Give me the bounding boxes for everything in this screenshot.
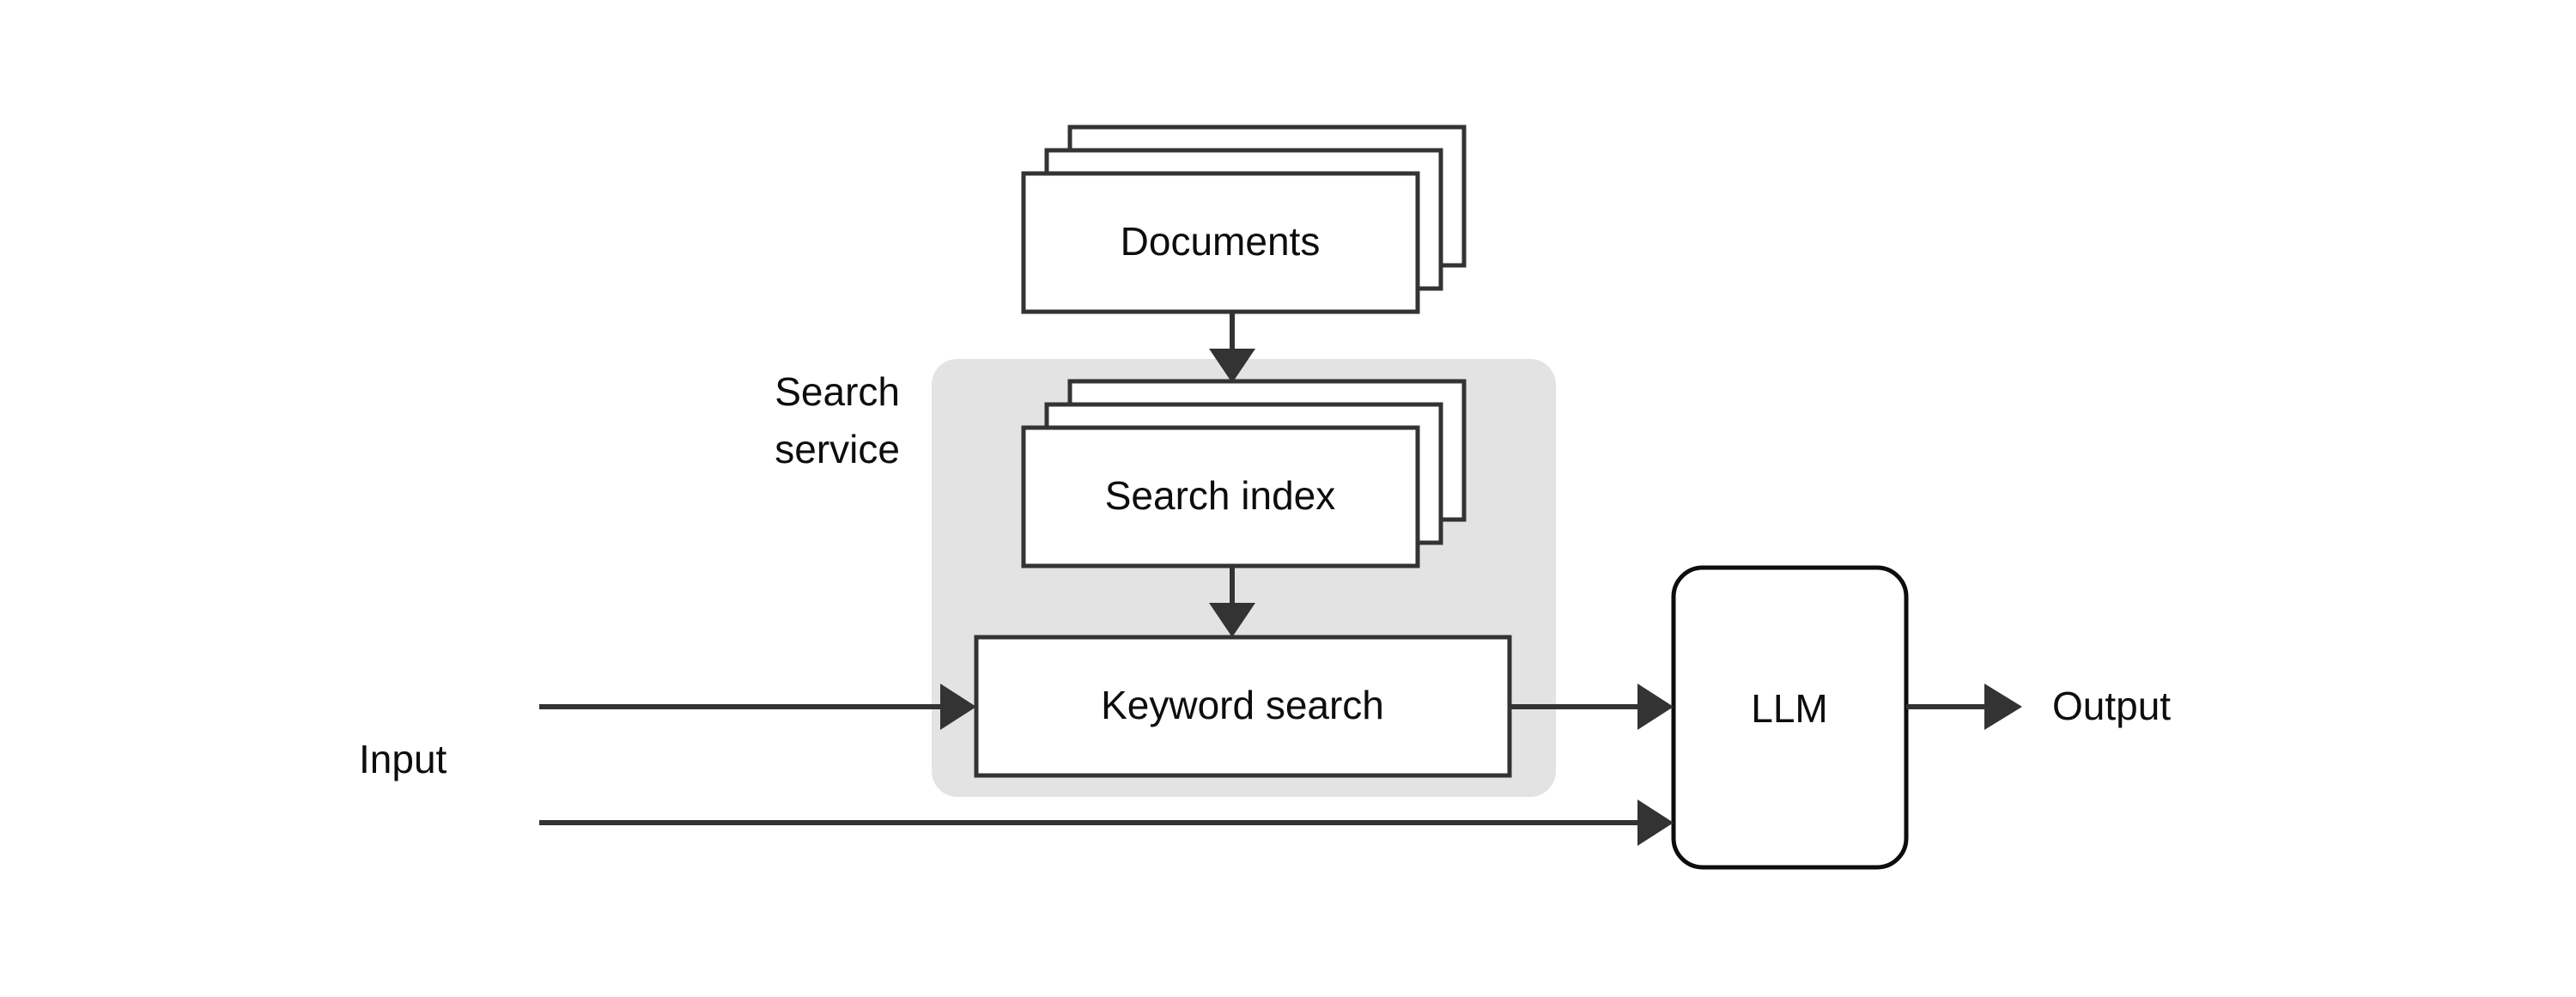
keyword-search-node[interactable]: Keyword search xyxy=(974,635,1512,778)
search-index-card-front xyxy=(1021,425,1420,568)
arrow-head-right xyxy=(1637,799,1674,846)
llm-box xyxy=(1671,565,1909,870)
connector-documents-to-search-index xyxy=(1209,312,1255,383)
search-service-group-label: Search service xyxy=(775,369,900,471)
search-index-label: Search index xyxy=(1105,473,1336,518)
search-index-node[interactable]: Search index xyxy=(1021,379,1467,568)
documents-label: Documents xyxy=(1121,219,1321,264)
connector-keyword-search-to-llm xyxy=(1510,684,1674,730)
documents-node[interactable]: Documents xyxy=(1021,125,1467,314)
arrow-head-down xyxy=(1209,603,1255,637)
search-service-label-line1: Search xyxy=(775,369,900,414)
documents-card-front xyxy=(1021,171,1420,314)
connector-search-index-to-keyword-search xyxy=(1209,566,1255,637)
arrow-head-right xyxy=(1637,684,1674,730)
arrow-head-down xyxy=(1209,349,1255,383)
connector-input-to-keyword-search xyxy=(539,684,976,730)
arrow-head-right xyxy=(940,684,976,730)
connector-input-to-llm xyxy=(539,799,1674,846)
input-label: Input xyxy=(359,737,447,781)
keyword-search-label: Keyword search xyxy=(1101,683,1384,727)
search-service-label-line2: service xyxy=(775,427,900,471)
llm-node[interactable]: LLM xyxy=(1671,565,1909,870)
arrow-head-right xyxy=(1984,684,2022,730)
connector-llm-to-output xyxy=(1906,684,2022,730)
output-label: Output xyxy=(2052,684,2171,728)
keyword-search-box xyxy=(974,635,1512,778)
llm-label: LLM xyxy=(1751,686,1827,731)
